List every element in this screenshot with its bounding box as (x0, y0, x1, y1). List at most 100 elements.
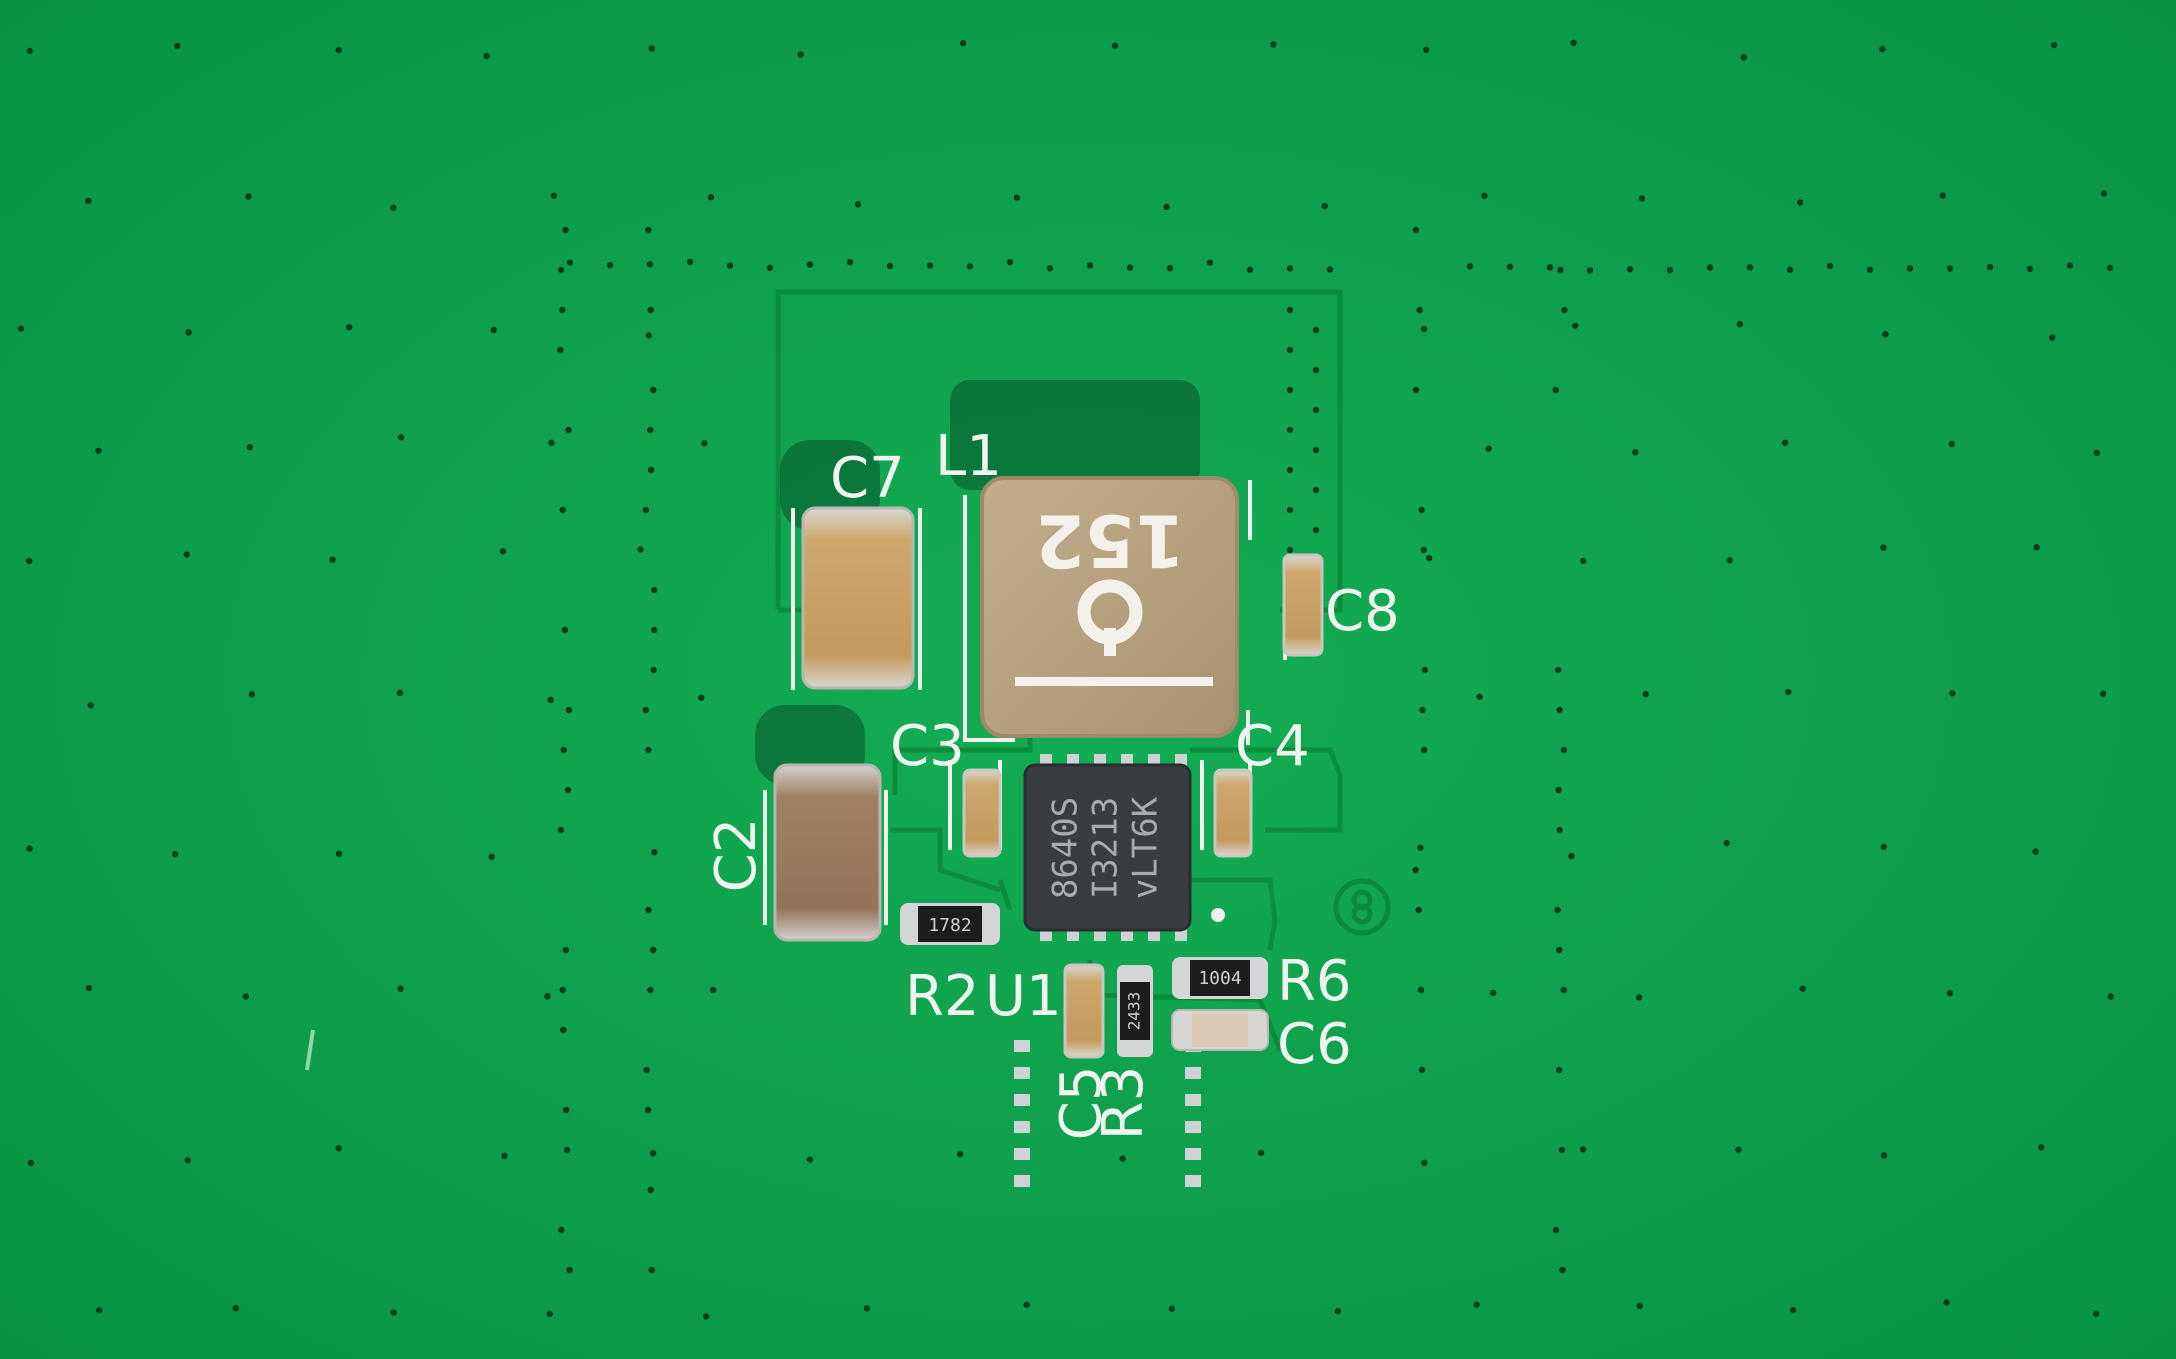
via (560, 1026, 567, 1034)
via (562, 946, 570, 954)
via (606, 261, 614, 269)
r3-marking: 2433 (1125, 992, 1144, 1031)
via (17, 325, 25, 332)
via (1560, 746, 1568, 754)
capacitor-c6 (1171, 1009, 1269, 1051)
via (1286, 466, 1294, 474)
via (1723, 839, 1730, 847)
via (562, 226, 569, 234)
via (1416, 306, 1423, 314)
via (1586, 267, 1594, 274)
via (2050, 41, 2058, 49)
resistor-r6: 1004 (1172, 957, 1268, 999)
via (335, 1145, 343, 1152)
via (1312, 446, 1320, 454)
via (25, 557, 33, 565)
via (1420, 746, 1428, 754)
via (547, 696, 554, 704)
coilcraft-logo-icon (1077, 579, 1143, 656)
via (1866, 266, 1874, 273)
via (806, 1156, 814, 1163)
via (565, 706, 573, 714)
via (1489, 989, 1497, 997)
via (1555, 786, 1562, 794)
via (1882, 331, 1889, 338)
via (1421, 666, 1429, 674)
via (499, 548, 507, 555)
via (710, 986, 717, 994)
via (1506, 263, 1514, 271)
via (651, 586, 658, 594)
via (246, 444, 254, 451)
via (557, 826, 565, 834)
via (490, 326, 497, 334)
via (1556, 706, 1563, 714)
via (645, 746, 652, 754)
via (1580, 557, 1587, 565)
via (1880, 843, 1887, 851)
via (27, 1159, 35, 1167)
ic-pin (1014, 1175, 1030, 1187)
via (183, 551, 190, 558)
via (1568, 852, 1575, 860)
via (702, 1313, 710, 1320)
ic-pin (1014, 1121, 1030, 1133)
via (557, 266, 565, 274)
via (647, 306, 654, 314)
via (2100, 190, 2108, 197)
resistor-r2: 1782 (900, 903, 1000, 945)
via (1789, 1306, 1797, 1314)
via (1412, 866, 1419, 874)
via (1119, 1155, 1126, 1162)
label-c4: C4 (1235, 714, 1310, 779)
via (1473, 1301, 1480, 1308)
inductor-marking: 152 (1035, 498, 1185, 582)
via (701, 440, 708, 447)
via (642, 706, 650, 714)
via (1949, 690, 1956, 697)
via (1246, 266, 1254, 273)
via (85, 984, 92, 992)
via (562, 1106, 570, 1114)
via (846, 259, 854, 266)
via (559, 506, 566, 514)
via (1579, 1146, 1587, 1153)
via (546, 1310, 553, 1318)
via (488, 853, 495, 861)
via (651, 849, 658, 856)
via (1746, 264, 1754, 271)
via (559, 986, 566, 994)
ic-pin (1185, 1121, 1201, 1133)
via (335, 850, 343, 858)
via (1286, 306, 1294, 314)
via (565, 426, 572, 434)
via (1013, 194, 1021, 201)
via (2106, 264, 2114, 271)
label-c5: C5 (1049, 1066, 1114, 1141)
label-r2: R2 (905, 964, 980, 1029)
via (242, 993, 249, 1000)
via (2099, 690, 2107, 697)
via (174, 42, 181, 50)
via (2107, 993, 2114, 1000)
via (1560, 986, 1567, 994)
via (649, 1150, 657, 1157)
via (766, 264, 774, 271)
via (651, 626, 658, 634)
via (1417, 986, 1425, 994)
via (95, 447, 102, 454)
via (1554, 666, 1562, 674)
ic-u1: 8640S I3213 vLT6K (1014, 754, 1225, 1187)
via (649, 946, 657, 954)
via (1796, 199, 1804, 206)
via (95, 1307, 103, 1314)
via (645, 906, 652, 914)
via (566, 1266, 573, 1274)
via (1786, 266, 1794, 273)
via (1312, 326, 1320, 334)
via (1636, 1302, 1643, 1310)
fiducial-mark-icon (1333, 878, 1391, 936)
via (566, 259, 574, 266)
via (1286, 265, 1294, 272)
via (2093, 449, 2100, 457)
